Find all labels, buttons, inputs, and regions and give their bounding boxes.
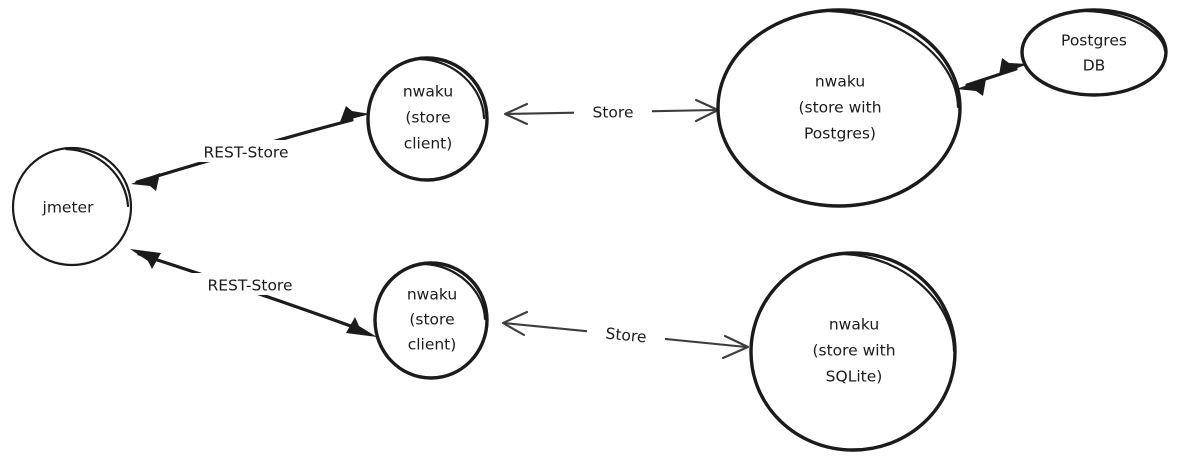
node-store-client-top-sketch-stroke bbox=[418, 57, 486, 120]
node-postgres-db-sketch-stroke bbox=[1084, 9, 1167, 53]
edge-label-bg-rest-store-top bbox=[176, 140, 316, 162]
node-nwaku-sqlite-shape[interactable] bbox=[749, 251, 957, 452]
arrowhead-to-jmeter-top bbox=[131, 173, 160, 191]
node-nwaku-sqlite[interactable]: nwaku (store with SQLite) bbox=[749, 251, 957, 452]
arrowhead-to-store-client-top bbox=[340, 106, 370, 122]
node-jmeter[interactable]: jmeter bbox=[11, 146, 133, 267]
arrowhead-to-store-client-bottom-thin bbox=[501, 310, 529, 337]
node-nwaku-postgres[interactable]: nwaku (store with Postgres) bbox=[716, 8, 962, 208]
node-store-client-bottom[interactable]: nwaku (store client) bbox=[373, 261, 489, 380]
edge-label-bg-store-bottom bbox=[587, 323, 665, 345]
node-jmeter-shape[interactable] bbox=[11, 146, 133, 267]
edge-line-postgres-db bbox=[965, 67, 1018, 87]
node-store-client-top[interactable]: nwaku (store client) bbox=[366, 56, 489, 182]
arrowhead-to-postgres-db bbox=[999, 58, 1028, 75]
node-nwaku-postgres-shape[interactable] bbox=[716, 8, 962, 208]
arrowhead-to-nwaku-sqlite bbox=[721, 334, 750, 360]
node-store-client-bottom-shape[interactable] bbox=[373, 261, 489, 380]
node-jmeter-sketch-stroke bbox=[64, 147, 130, 208]
node-store-client-bottom-sketch-stroke bbox=[422, 262, 487, 321]
arrowhead-to-store-client-bottom bbox=[346, 317, 377, 337]
edge-postgres-db bbox=[956, 58, 1028, 96]
edge-label-bg-store-top bbox=[574, 101, 652, 123]
arrowhead-to-jmeter-bottom bbox=[130, 249, 161, 269]
arrowhead-to-store-client-top-thin bbox=[503, 102, 529, 126]
edge-label-bg-rest-store-bottom bbox=[180, 273, 320, 295]
edge-store-bottom: Store bbox=[501, 310, 750, 360]
node-postgres-db[interactable]: Postgres DB bbox=[1020, 8, 1168, 97]
edge-rest-store-bottom: REST-Store bbox=[130, 249, 377, 337]
node-nwaku-postgres-sketch-stroke bbox=[827, 9, 960, 109]
node-postgres-db-shape[interactable] bbox=[1020, 8, 1168, 97]
edge-rest-store-top: REST-Store bbox=[131, 106, 370, 191]
node-store-client-top-shape[interactable] bbox=[366, 56, 489, 182]
node-nwaku-sqlite-sketch-stroke bbox=[842, 252, 956, 353]
arrowhead-to-nwaku-postgres-db bbox=[956, 79, 986, 96]
edge-store-top: Store bbox=[503, 98, 720, 126]
